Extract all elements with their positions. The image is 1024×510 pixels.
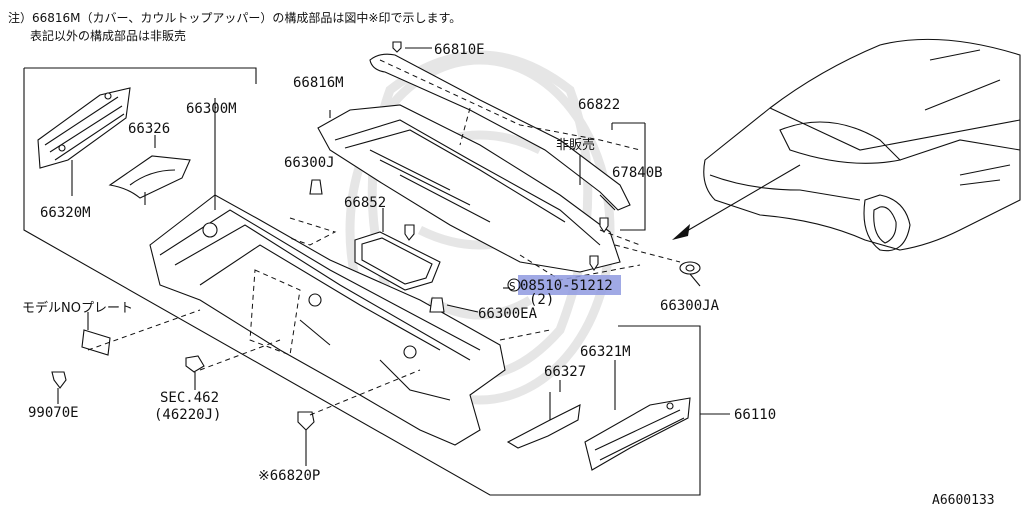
fastener-66300JA bbox=[679, 261, 701, 275]
label-sec462: SEC.462 bbox=[160, 390, 219, 406]
label-model-plate: モデルNOプレート bbox=[22, 300, 133, 316]
note-line-1: 注）66816M（カバー、カウルトップアッパー）の構成部品は図中※印で示します。 bbox=[8, 10, 461, 25]
label-08510-qty: (2) bbox=[529, 292, 554, 308]
part-66300M-cowl bbox=[149, 98, 506, 446]
pointer-arrowhead bbox=[672, 224, 690, 240]
assembly-frame bbox=[23, 67, 701, 496]
label-66300JA: 66300JA bbox=[660, 298, 720, 314]
label-66300J: 66300J bbox=[284, 155, 335, 171]
label-66326: 66326 bbox=[128, 121, 170, 137]
diagram-id: A6600133 bbox=[932, 493, 995, 508]
part-66852-seal bbox=[354, 208, 441, 291]
note-line-2: 表記以外の構成部品は非販売 bbox=[30, 28, 186, 43]
part-sec462 bbox=[185, 355, 205, 390]
part-66326 bbox=[108, 135, 191, 205]
label-66110: 66110 bbox=[734, 407, 776, 423]
part-66321M bbox=[584, 360, 691, 471]
label-66816M: 66816M bbox=[293, 75, 344, 91]
pointer-arrow bbox=[679, 164, 801, 236]
label-not-sold: 非販売 bbox=[556, 137, 595, 153]
part-99070E bbox=[51, 371, 67, 404]
fastener-67840B bbox=[599, 217, 609, 233]
label-99070E: 99070E bbox=[28, 405, 79, 421]
label-66822: 66822 bbox=[578, 97, 620, 113]
label-66300M: 66300M bbox=[186, 101, 237, 117]
highlight-08510 bbox=[518, 275, 621, 295]
label-66820P: ※66820P bbox=[258, 468, 320, 484]
label-66852: 66852 bbox=[344, 195, 386, 211]
fastener-66300J bbox=[309, 179, 323, 195]
part-66320M bbox=[37, 87, 131, 196]
part-66327 bbox=[506, 380, 581, 449]
car-illustration bbox=[703, 38, 1021, 252]
label-67840B: 67840B bbox=[612, 165, 663, 181]
leader-lines bbox=[446, 122, 730, 415]
label-66320M: 66320M bbox=[40, 205, 91, 221]
label-08510: 08510-51212 bbox=[520, 278, 613, 294]
part-66816M-cover bbox=[317, 104, 621, 273]
label-special-mark: S bbox=[509, 280, 516, 293]
special-mark-circle bbox=[507, 278, 521, 292]
fastener-66810E bbox=[392, 41, 432, 53]
label-66300EA: 66300EA bbox=[478, 306, 538, 322]
part-66820P bbox=[297, 411, 315, 466]
label-66321M: 66321M bbox=[580, 344, 631, 360]
label-66810E: 66810E bbox=[434, 42, 485, 58]
part-model-plate bbox=[81, 312, 111, 356]
fastener-66300EA bbox=[429, 297, 445, 313]
label-66327: 66327 bbox=[544, 364, 586, 380]
label-sec462-sub: (46220J) bbox=[154, 407, 221, 423]
part-66822-seal bbox=[369, 53, 631, 211]
fastener-08510 bbox=[404, 224, 599, 271]
